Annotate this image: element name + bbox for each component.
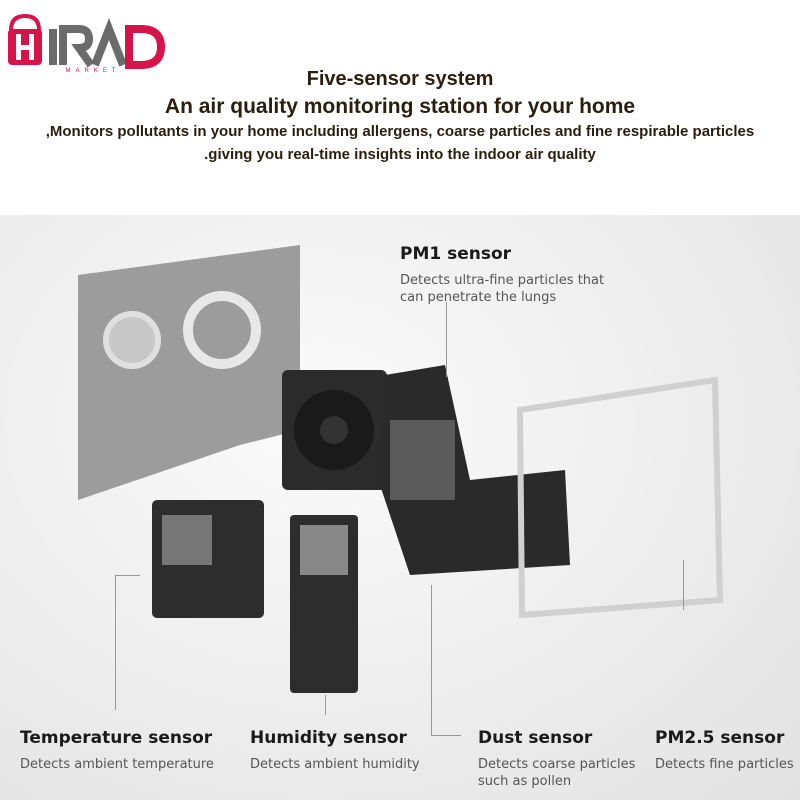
subheadline: An air quality monitoring station for yo… [164,95,636,118]
brand-logo: MARKET [8,13,165,72]
sensor-label-temperature: Temperature sensor Detects ambient tempe… [20,728,214,772]
description-line-1: ,Monitors pollutants in your home includ… [45,123,755,140]
description-line-2: .giving you real-time insights into the … [204,146,596,163]
front-cover-plate [78,245,300,500]
headline: Five-sensor system [306,68,494,90]
svg-text:MARKET: MARKET [65,68,120,72]
sensor-label-pm25: PM2.5 sensor Detects fine particles [655,728,794,772]
sensor-label-pm1: PM1 sensor Detects ultra-fine particles … [400,244,605,305]
product-illustration-area [0,215,800,800]
exploded-sensor-device [78,245,724,693]
sensor-label-dust: Dust sensor Detects coarse particles suc… [478,728,636,789]
sensor-label-humidity: Humidity sensor Detects ambient humidity [250,728,420,772]
back-frame [516,376,724,619]
